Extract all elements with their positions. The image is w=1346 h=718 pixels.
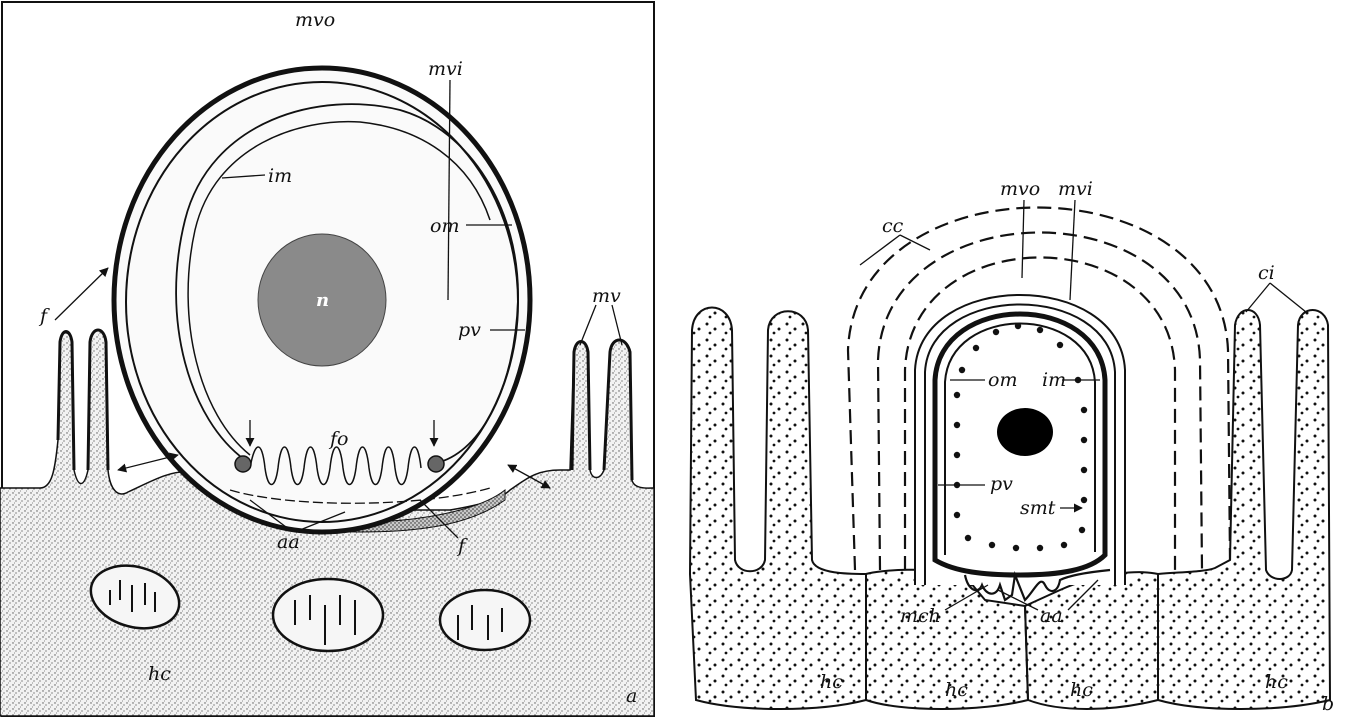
label-pv-b: pv [990, 473, 1013, 495]
label-mvo-a: mvo [295, 9, 335, 31]
arrow-gap-left-a [118, 455, 178, 470]
host-cell-b-1 [690, 308, 866, 710]
nucleus-b [997, 408, 1053, 456]
panel-a: mvo mvi im om n pv f mv fo f aa hc a [0, 2, 654, 716]
label-mvi-a: mvi [428, 58, 463, 80]
panel-letter-a: a [626, 685, 637, 707]
panel-letter-b: b [1322, 693, 1334, 715]
leader-cc-b-1 [860, 235, 900, 265]
leader-f-top-a [55, 268, 108, 320]
panel-b: mvo mvi cc ci om im pv smt mch aa hc hc … [690, 178, 1334, 715]
leader-ci-b-1 [1246, 283, 1270, 312]
label-pv-a: pv [458, 319, 481, 341]
mitochondrion-a-3 [440, 590, 530, 650]
label-mvi-b: mvi [1058, 178, 1093, 200]
label-mvo-b: mvo [1000, 178, 1040, 200]
label-hc-b-3: hc [1070, 679, 1093, 701]
label-im-a: im [268, 165, 292, 187]
label-fo-a: fo [328, 428, 348, 450]
label-om-b: om [988, 369, 1017, 391]
label-mv-a: mv [592, 285, 621, 307]
label-smt-b: smt [1020, 497, 1056, 519]
junction-ring-right-a [428, 456, 444, 472]
mitochondrion-a-2 [273, 579, 383, 651]
label-aa-b: aa [1040, 605, 1063, 627]
label-hc-a: hc [148, 663, 171, 685]
leader-ci-b-2 [1270, 283, 1306, 312]
label-ci-b: ci [1258, 262, 1275, 284]
label-om-a: om [430, 215, 459, 237]
junction-ring-left-a [235, 456, 251, 472]
leader-mvi-b [1070, 200, 1075, 300]
leader-mv-left-a [580, 305, 596, 345]
label-hc-b-2: hc [945, 679, 968, 701]
label-mch-b: mch [900, 605, 941, 627]
label-f-top-a: f [38, 305, 50, 327]
label-hc-b-1: hc [820, 671, 843, 693]
label-n-a: n [316, 290, 329, 311]
label-aa-a: aa [277, 531, 300, 553]
label-cc-b: cc [882, 215, 904, 237]
label-hc-b-4: hc [1265, 671, 1288, 693]
leader-mvo-b [1022, 200, 1024, 278]
host-cell-b-4 [1158, 310, 1330, 709]
label-im-b: im [1042, 369, 1066, 391]
